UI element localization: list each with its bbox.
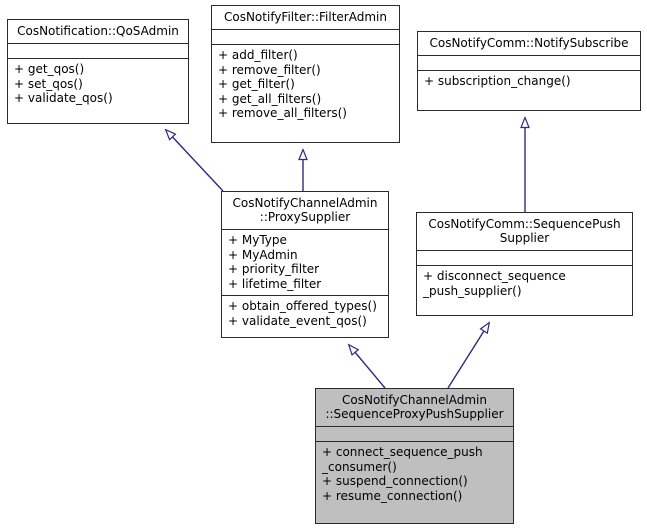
class-member: + remove_all_filters() [218,106,347,120]
class-member: + MyType [228,233,287,247]
class-attributes-sequence-push-supplier [417,250,632,265]
class-member: _push_supplier() [423,283,522,298]
class-attributes-filter-admin [212,29,399,44]
class-title-line: CosNotifyFilter::FilterAdmin [223,10,387,24]
class-member: + lifetime_filter [228,276,322,291]
class-title-line: CosNotification::QoSAdmin [17,24,179,38]
class-title-sequence-proxy-push-supplier: CosNotifyChannelAdmin ::SequenceProxyPus… [316,389,513,426]
class-member: + obtain_offered_types() [228,299,377,313]
class-operations-filter-admin: + add_filter() + remove_filter() + get_f… [212,44,399,125]
class-title-line: Supplier [499,231,550,245]
class-title-proxy-supplier: CosNotifyChannelAdmin ::ProxySupplier [222,192,388,229]
class-title-line: ::ProxySupplier [259,210,351,224]
class-operations-sequence-proxy-push-supplier: + connect_sequence_push _consumer() + su… [316,441,513,507]
class-member: + remove_filter() [218,62,321,77]
class-member: + add_filter() [218,48,298,62]
class-title-filter-admin: CosNotifyFilter::FilterAdmin [212,6,399,29]
class-member: + MyAdmin [228,247,298,262]
class-member: + resume_connection() [322,488,463,503]
class-title-line: ::SequenceProxyPushSupplier [325,407,504,421]
class-attributes-qos-admin [8,43,188,58]
class-member: + validate_event_qos() [228,313,367,328]
class-member: + subscription_change() [424,74,571,88]
class-box-qos-admin[interactable]: CosNotification::QoSAdmin + get_qos() + … [7,19,189,124]
class-title-line: CosNotifyComm::SequencePush [428,217,621,231]
class-member: + validate_qos() [14,91,113,105]
class-member: + suspend_connection() [322,474,468,488]
class-member: + get_all_filters() [218,91,322,106]
class-title-line: CosNotifyChannelAdmin [342,393,487,407]
class-attributes-proxy-supplier: + MyType + MyAdmin + priority_filter + l… [222,229,388,295]
class-attributes-sequence-proxy-push-supplier [316,426,513,441]
class-box-sequence-proxy-push-supplier[interactable]: CosNotifyChannelAdmin ::SequenceProxyPus… [315,388,514,524]
class-member: + get_filter() [218,77,295,91]
class-member: _consumer() [322,459,397,474]
class-operations-sequence-push-supplier: + disconnect_sequence _push_supplier() [417,265,632,302]
class-box-notify-subscribe[interactable]: CosNotifyComm::NotifySubscribe + subscri… [417,31,641,111]
class-title-qos-admin: CosNotification::QoSAdmin [8,20,188,43]
class-attributes-notify-subscribe [418,55,640,70]
class-member: + priority_filter [228,262,320,276]
class-operations-qos-admin: + get_qos() + set_qos() + validate_qos() [8,58,188,110]
class-title-sequence-push-supplier: CosNotifyComm::SequencePush Supplier [417,213,632,250]
class-title-line: CosNotifyChannelAdmin [232,196,378,210]
class-title-line: CosNotifyComm::NotifySubscribe [429,36,629,50]
class-box-filter-admin[interactable]: CosNotifyFilter::FilterAdmin + add_filte… [211,5,400,143]
class-member: + disconnect_sequence [423,269,566,283]
class-member: + set_qos() [14,76,83,91]
class-member: + connect_sequence_push [322,445,483,459]
class-member: + get_qos() [14,62,85,76]
edge-sequenceproxypushsupplier-to-sequencepushsupplier [447,323,489,389]
class-title-notify-subscribe: CosNotifyComm::NotifySubscribe [418,32,640,55]
class-box-proxy-supplier[interactable]: CosNotifyChannelAdmin ::ProxySupplier + … [221,191,389,338]
class-operations-notify-subscribe: + subscription_change() [418,70,640,93]
class-operations-proxy-supplier: + obtain_offered_types() + validate_even… [222,295,388,332]
class-box-sequence-push-supplier[interactable]: CosNotifyComm::SequencePush Supplier + d… [416,212,633,316]
edge-sequenceproxypushsupplier-to-proxysupplier [349,345,386,389]
